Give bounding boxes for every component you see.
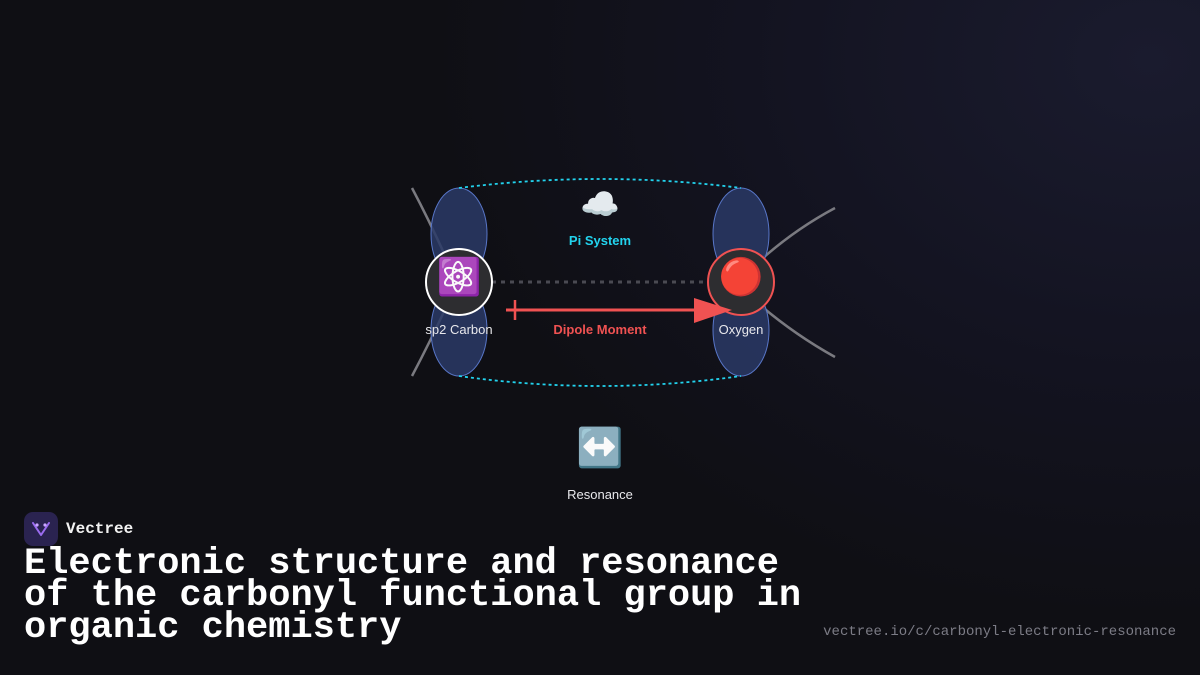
carbon-label: sp2 Carbon <box>425 322 492 337</box>
brand: Vectree <box>24 512 133 546</box>
page-url: vectree.io/c/carbonyl-electronic-resonan… <box>823 624 1176 640</box>
carbon-atom-node <box>425 248 493 316</box>
left-right-arrow-icon: ↔️ <box>576 426 623 470</box>
pi-system-label: Pi System <box>569 233 631 248</box>
cloud-icon: ☁️ <box>580 185 620 223</box>
oxygen-atom-node <box>707 248 775 316</box>
brand-name: Vectree <box>66 520 134 538</box>
pi-overlap-curve-bottom <box>458 375 742 387</box>
dipole-moment-label: Dipole Moment <box>553 322 647 337</box>
red-circle-icon: 🔴 <box>719 256 764 298</box>
page-title: Electronic structure and resonance of th… <box>24 543 802 649</box>
atom-icon: ⚛️ <box>437 256 482 298</box>
dipole-arrow-head <box>694 298 732 323</box>
oxygen-label: Oxygen <box>719 322 764 337</box>
pi-overlap-curve-top <box>458 178 742 189</box>
vectree-logo-icon <box>24 512 58 546</box>
resonance-label: Resonance <box>567 487 633 502</box>
